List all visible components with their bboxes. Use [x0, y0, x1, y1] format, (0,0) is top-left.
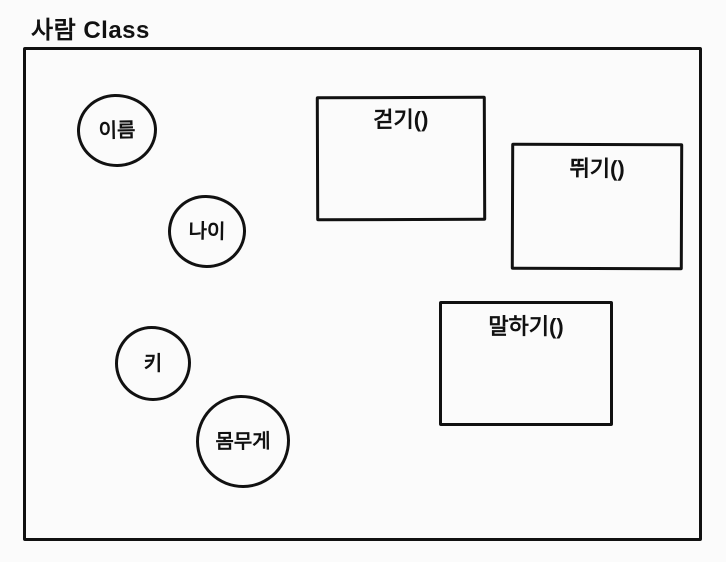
attribute-circle-age: 나이 — [167, 194, 247, 269]
attribute-circle-height: 키 — [115, 326, 191, 401]
method-rect-speak: 말하기() — [439, 301, 613, 426]
method-label-speak: 말하기() — [488, 314, 564, 339]
attribute-label-weight: 몸무게 — [215, 430, 271, 453]
class-boundary-box: 이름 나이 키 몸무게 걷기() 뛰기() 말하기() — [23, 47, 702, 541]
method-label-walk: 걷기() — [373, 106, 429, 133]
class-diagram-title: 사람 Class — [31, 17, 150, 44]
attribute-circle-weight: 몸무게 — [195, 394, 291, 489]
method-label-run: 뛰기() — [569, 155, 625, 182]
attribute-label-age: 나이 — [188, 220, 226, 243]
attribute-circle-name: 이름 — [76, 93, 158, 168]
method-rect-run: 뛰기() — [510, 142, 684, 271]
attribute-label-name: 이름 — [98, 119, 136, 142]
method-rect-walk: 걷기() — [315, 95, 487, 222]
attribute-label-height: 키 — [143, 352, 163, 375]
